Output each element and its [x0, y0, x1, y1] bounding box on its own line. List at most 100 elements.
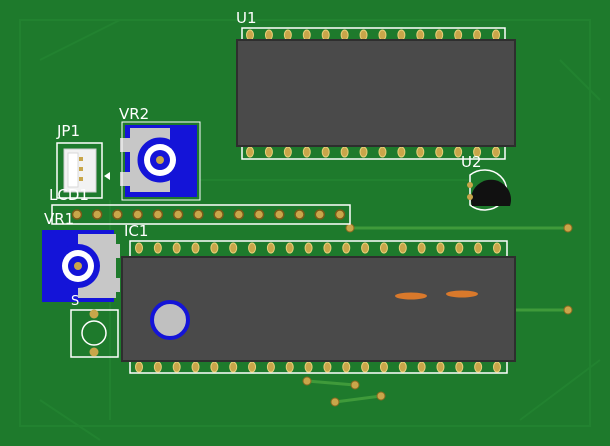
ic1-pad — [342, 242, 351, 254]
ic1-pad — [135, 361, 143, 373]
ic1-pad — [172, 361, 181, 373]
u1-pad — [397, 146, 406, 158]
u1-pad — [264, 29, 273, 41]
jp1-connector — [56, 142, 110, 199]
lcd1-pad — [193, 209, 204, 220]
ic1-pad — [153, 361, 162, 373]
ic1-pad — [304, 242, 313, 254]
ic1-pad — [191, 361, 200, 373]
label-jp1: JP1 — [56, 122, 80, 140]
ic1-pad — [455, 361, 464, 373]
lcd1-pad — [233, 209, 245, 220]
u1-pad — [397, 29, 406, 41]
lcd1-pad — [172, 209, 184, 220]
label-lcd1: LCD1 — [49, 186, 89, 204]
lcd1-pad — [91, 209, 103, 220]
u1-pad — [283, 146, 292, 158]
ic1-pad — [285, 361, 294, 373]
ic1-pad — [304, 361, 313, 373]
lcd1-pad — [334, 209, 346, 220]
lcd1-pad — [253, 209, 265, 220]
u1-pad — [435, 146, 444, 158]
u1-pad — [340, 146, 349, 158]
faint-copper-pour — [19, 19, 601, 441]
ic1-pad — [248, 242, 257, 254]
ic1-pad — [379, 242, 388, 254]
ic1-pad — [417, 361, 426, 373]
lcd1-pad — [294, 209, 305, 220]
ic1-pad — [229, 242, 238, 254]
u1-pad — [302, 146, 311, 158]
u1-pad — [283, 29, 292, 41]
ic1-pad — [172, 242, 181, 254]
lcd1-pad — [314, 209, 326, 220]
u2-regulator — [467, 169, 511, 211]
u1-pad — [246, 146, 254, 158]
label-vr2: VR2 — [119, 105, 149, 123]
ic1-pad — [361, 361, 370, 373]
vr1-trimpot — [42, 230, 120, 302]
ic1-pin1-marker — [150, 300, 190, 340]
u1-pins-top — [246, 29, 500, 41]
u1-pad — [378, 29, 387, 41]
ic1-pad — [323, 361, 332, 373]
ic1-body — [121, 256, 516, 362]
label-ic1: IC1 — [124, 222, 148, 240]
u1-pad — [416, 29, 425, 41]
ic1-pad — [455, 242, 464, 254]
lcd1-pad — [274, 209, 285, 220]
u1-pad — [416, 146, 425, 158]
ic1-pad — [398, 242, 407, 254]
u1-pad — [302, 29, 311, 41]
ic1-pad — [361, 242, 370, 254]
ic1-pad — [266, 242, 275, 254]
u1-pad — [492, 29, 500, 41]
u1-pad — [246, 29, 254, 41]
u1-pad — [321, 29, 330, 41]
u1-pad — [340, 29, 349, 41]
ic1-pad — [493, 361, 501, 373]
ic1-pad — [285, 242, 294, 254]
ic1-pad — [323, 242, 332, 254]
u1-chip — [236, 27, 516, 160]
ic1-pad — [379, 361, 388, 373]
u1-pad — [321, 146, 330, 158]
ic1-pad — [417, 242, 426, 254]
u1-pad — [378, 146, 387, 158]
u1-pad — [492, 146, 500, 158]
ic1-pad — [135, 242, 143, 254]
lcd1-pad — [213, 209, 224, 220]
ic1-pad — [229, 361, 238, 373]
vr2-trimpot — [120, 121, 201, 201]
lcd1-pad — [112, 209, 123, 220]
ic1-pad — [436, 242, 445, 254]
label-vr1: VR1 — [44, 210, 74, 228]
ic1-chip — [121, 240, 516, 374]
u1-pad — [454, 29, 463, 41]
ic1-pad — [210, 361, 219, 373]
ic1-pad — [210, 242, 219, 254]
u1-pad — [264, 146, 273, 158]
traces — [305, 226, 570, 404]
label-s: S — [71, 294, 79, 309]
lcd1-pad — [71, 209, 83, 220]
ic1-pad — [493, 242, 501, 254]
u1-pad — [359, 146, 368, 158]
ic1-pad — [474, 242, 483, 254]
ic1-pad — [342, 361, 351, 373]
u1-pad — [473, 29, 482, 41]
u1-body — [236, 39, 516, 147]
label-u1: U1 — [236, 9, 257, 27]
u1-pad — [435, 29, 444, 41]
ic1-pad — [398, 361, 407, 373]
s-switch — [70, 309, 119, 358]
ic1-pad — [248, 361, 257, 373]
ic1-pad — [191, 242, 200, 254]
label-u2: U2 — [461, 153, 482, 171]
lcd1-pad — [132, 209, 143, 220]
lcd1-pad — [152, 209, 164, 220]
ic1-pad — [474, 361, 483, 373]
ic1-pad — [153, 242, 162, 254]
u1-pins-bottom — [246, 146, 500, 158]
